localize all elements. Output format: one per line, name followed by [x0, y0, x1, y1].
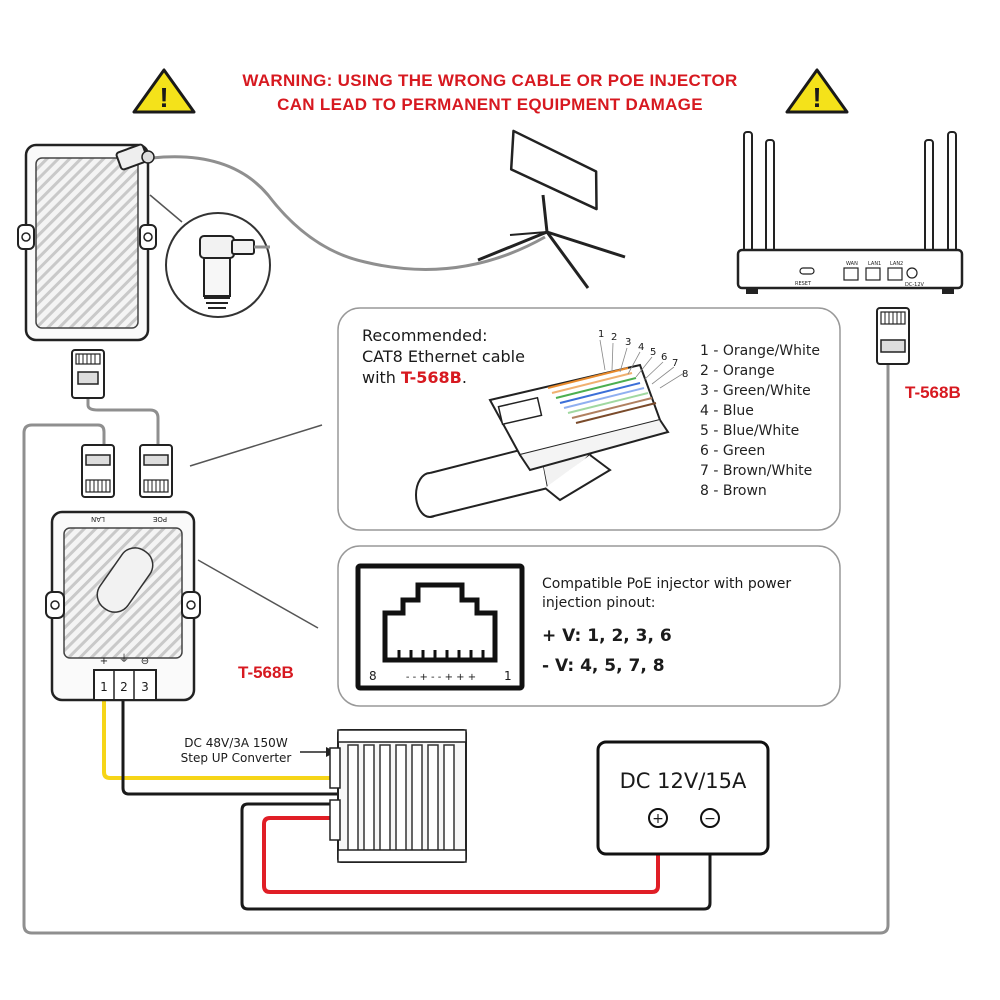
rj45-plug-illustration: 1 2 3 4 5 6 7 8 — [415, 329, 688, 518]
terminal-3: 3 — [141, 680, 149, 694]
plug-pin-5: 5 — [650, 347, 656, 358]
poe-pinout-panel: 8 1 - - + - - + + + Compatible PoE injec… — [337, 545, 841, 707]
terminal-symbol-plus: + — [100, 656, 108, 667]
rj45-jack-outline — [382, 582, 498, 663]
converter-label-2: Step UP Converter — [181, 751, 292, 765]
ethernet-cable-loop — [22, 365, 890, 935]
jack-pin-1: 1 — [504, 669, 512, 683]
pointer-line-poe — [197, 559, 319, 629]
callout-line — [149, 194, 183, 223]
router-port-reset: RESET — [795, 281, 812, 287]
pinout-1: 1 - Orange/White — [700, 343, 820, 359]
cable-title-line-2: CAT8 Ethernet cable — [362, 347, 525, 366]
pinout-6: 6 - Green — [700, 443, 765, 459]
terminal-symbol-minus: ⊖ — [141, 656, 149, 667]
wifi-router: RESET WAN LAN1 LAN2 DC-12V — [736, 131, 964, 294]
jack-polarity: - - + - - + + + — [406, 672, 476, 683]
terminal-2: 2 — [120, 680, 128, 694]
rj45-plug-router — [876, 307, 910, 365]
pinout-7: 7 - Brown/White — [700, 463, 812, 479]
router-port-wan: WAN — [846, 261, 858, 267]
plug-pin-6: 6 — [661, 352, 667, 363]
warning-line-1: WARNING: USING THE WRONG CABLE OR POE IN… — [242, 71, 737, 90]
plug-pin-8: 8 — [682, 369, 688, 380]
jack-pin-8: 8 — [369, 669, 377, 683]
router-port-dc: DC-12V — [905, 282, 925, 288]
plug-pin-2: 2 — [611, 332, 617, 343]
pinout-8: 8 - Brown — [700, 483, 767, 499]
poe-desc-line-1: Compatible PoE injector with power — [542, 576, 791, 592]
plug-pin-3: 3 — [625, 337, 631, 348]
cable-info-panel: Recommended: CAT8 Ethernet cable with T-… — [337, 307, 841, 531]
plug-pin-4: 4 — [638, 342, 644, 353]
t568b-label-left: T-568B — [238, 663, 294, 682]
pinout-2: 2 - Orange — [700, 363, 775, 379]
black-wire-bottom — [240, 802, 712, 911]
pointer-line-cable — [189, 424, 323, 467]
poe-desc-line-2: injection pinout: — [542, 595, 656, 611]
starlink-dish — [477, 129, 626, 289]
step-up-converter — [329, 729, 467, 863]
router-port-lan1: LAN1 — [868, 261, 881, 267]
warning-line-2: CAN LEAD TO PERMANENT EQUIPMENT DAMAGE — [277, 95, 703, 114]
plug-pin-7: 7 — [672, 358, 678, 369]
terminal-1: 1 — [100, 680, 108, 694]
plug-pin-1: 1 — [598, 329, 604, 340]
t568b-label-right: T-568B — [905, 383, 961, 402]
pinout-5: 5 - Blue/White — [700, 423, 799, 439]
red-wire — [262, 816, 660, 894]
rj45-plug-lan — [81, 444, 115, 498]
psu-plus-symbol: + — [652, 811, 664, 827]
terminal-symbol-ground: ⏚ — [119, 653, 129, 665]
warning-icon-right: ! — [785, 68, 849, 114]
dish-cable — [151, 155, 546, 271]
starlink-router-box — [17, 143, 157, 342]
connector-zoom-callout — [165, 212, 271, 318]
cable-title-line-1: Recommended: — [362, 326, 488, 345]
psu-plus-terminal — [648, 808, 668, 828]
pinout-4: 4 - Blue — [700, 403, 754, 419]
psu-label: DC 12V/15A — [620, 769, 747, 793]
rj45-plug-box — [71, 349, 105, 399]
cable-title-line-3: with T-568B. — [362, 368, 467, 387]
rj45-plug-poe — [139, 444, 173, 498]
yellow-wire — [102, 700, 338, 780]
psu-minus-terminal — [700, 808, 720, 828]
warning-exclamation-right: ! — [812, 82, 821, 113]
splitter-cable-left — [92, 423, 106, 445]
poe-positive-pins: + V: 1, 2, 3, 6 — [542, 626, 672, 646]
dc-power-supply: DC 12V/15A + − — [596, 740, 770, 856]
psu-minus-symbol: − — [704, 811, 716, 827]
poe-injector: POE LAN 1 2 3 + ⏚ ⊖ — [45, 510, 201, 702]
warning-exclamation-left: ! — [159, 82, 168, 113]
port-label-lan: LAN — [91, 515, 105, 523]
converter-label-1: DC 48V/3A 150W — [184, 736, 288, 750]
port-label-poe: POE — [153, 515, 167, 523]
router-port-lan2: LAN2 — [890, 261, 903, 267]
poe-negative-pins: - V: 4, 5, 7, 8 — [542, 656, 665, 676]
box-to-splitter-cable — [86, 398, 160, 445]
black-wire-top — [121, 700, 338, 796]
warning-icon-left: ! — [132, 68, 196, 114]
pinout-3: 3 - Green/White — [700, 383, 811, 399]
